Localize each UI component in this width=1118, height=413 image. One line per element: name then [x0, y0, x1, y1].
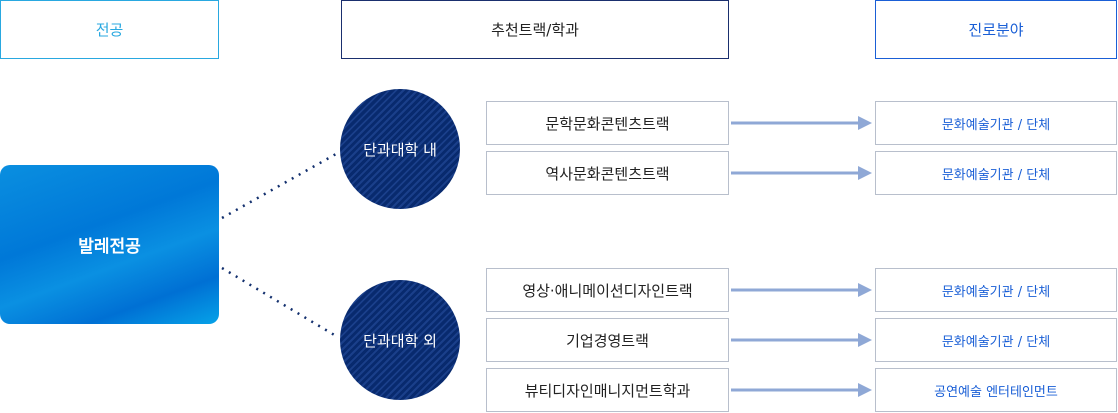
arrow — [731, 116, 872, 130]
arrow — [731, 333, 872, 347]
dotted-connector-outside — [221, 266, 337, 338]
track-box: 기업경영트랙 — [486, 318, 729, 362]
career-box: 공연예술 엔터테인먼트 — [875, 368, 1117, 412]
dotted-connector-inside — [221, 152, 337, 220]
career-box: 문화예술기관 / 단체 — [875, 318, 1117, 362]
arrow — [731, 283, 872, 297]
track-box: 뷰티디자인매니지먼트학과 — [486, 368, 729, 412]
career-box: 문화예술기관 / 단체 — [875, 151, 1117, 195]
group-circle-outside: 단과대학 외 — [340, 280, 460, 400]
group-circle-inside: 단과대학 내 — [340, 89, 460, 209]
header-major: 전공 — [0, 0, 219, 59]
header-career: 진로분야 — [875, 0, 1117, 59]
track-box: 영상·애니메이션디자인트랙 — [486, 268, 729, 312]
major-card: 발레전공 — [0, 165, 219, 324]
track-box: 문학문화콘텐츠트랙 — [486, 101, 729, 145]
career-box: 문화예술기관 / 단체 — [875, 101, 1117, 145]
arrow — [731, 383, 872, 397]
header-track: 추천트랙/학과 — [341, 0, 729, 59]
career-box: 문화예술기관 / 단체 — [875, 268, 1117, 312]
track-box: 역사문화콘텐츠트랙 — [486, 151, 729, 195]
arrow — [731, 166, 872, 180]
